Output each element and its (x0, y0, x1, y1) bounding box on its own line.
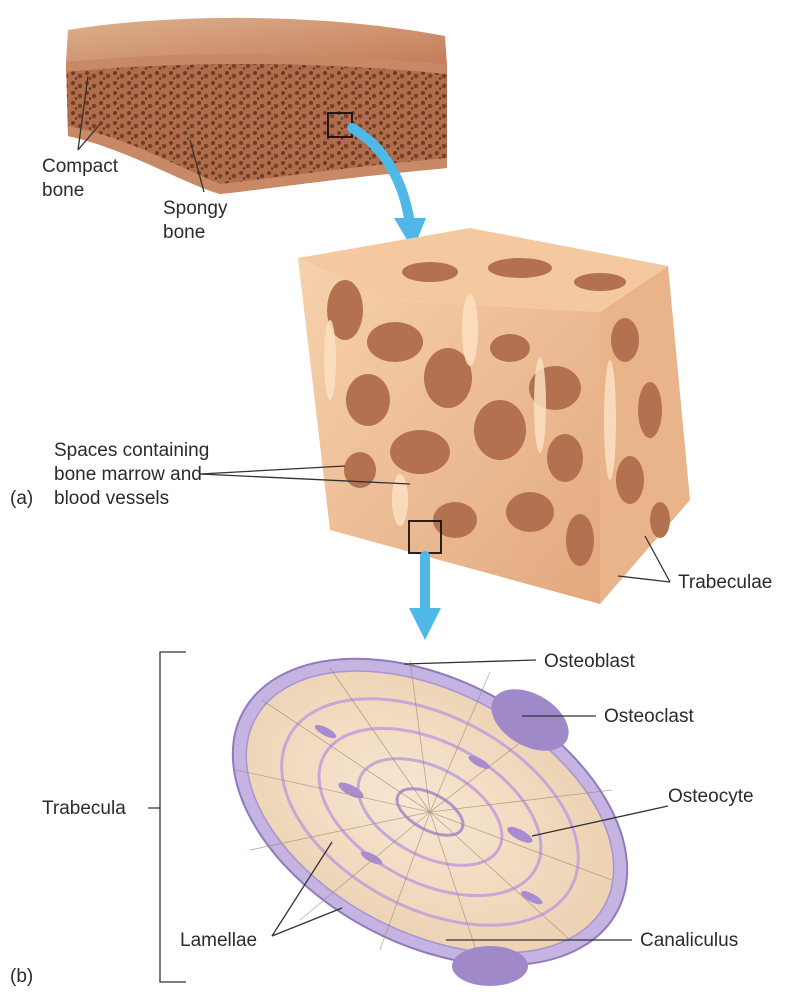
panel-a-label: (a) (10, 488, 33, 509)
spaces-label-line1: Spaces containing (54, 440, 209, 461)
osteoblast-label-text: Osteoblast (544, 651, 636, 672)
trabeculae-label-text: Trabeculae (678, 572, 772, 593)
lamellae-label-text: Lamellae (180, 930, 257, 951)
panel-b-label: (b) (10, 966, 33, 987)
osteoblast-label: Osteoblast (404, 651, 636, 672)
osteocyte-label-text: Osteocyte (668, 786, 754, 807)
spongy-bone-label-line2: bone (163, 222, 205, 243)
osteoclast-label-text: Osteoclast (604, 706, 694, 727)
canaliculus-label-text: Canaliculus (640, 930, 738, 951)
spaces-label-line3: blood vessels (54, 488, 169, 509)
compact-bone-label-line2: bone (42, 180, 84, 201)
trabecula-label: Trabecula (42, 798, 126, 819)
zoom-arrow-2 (409, 556, 441, 640)
spaces-label-line2: bone marrow and (54, 464, 202, 485)
osteoclast-cell-bottom (452, 946, 528, 986)
spongy-bone-cube (298, 228, 690, 604)
compact-bone-label-line1: Compact (42, 156, 119, 177)
spongy-bone-label-line1: Spongy (163, 198, 228, 219)
